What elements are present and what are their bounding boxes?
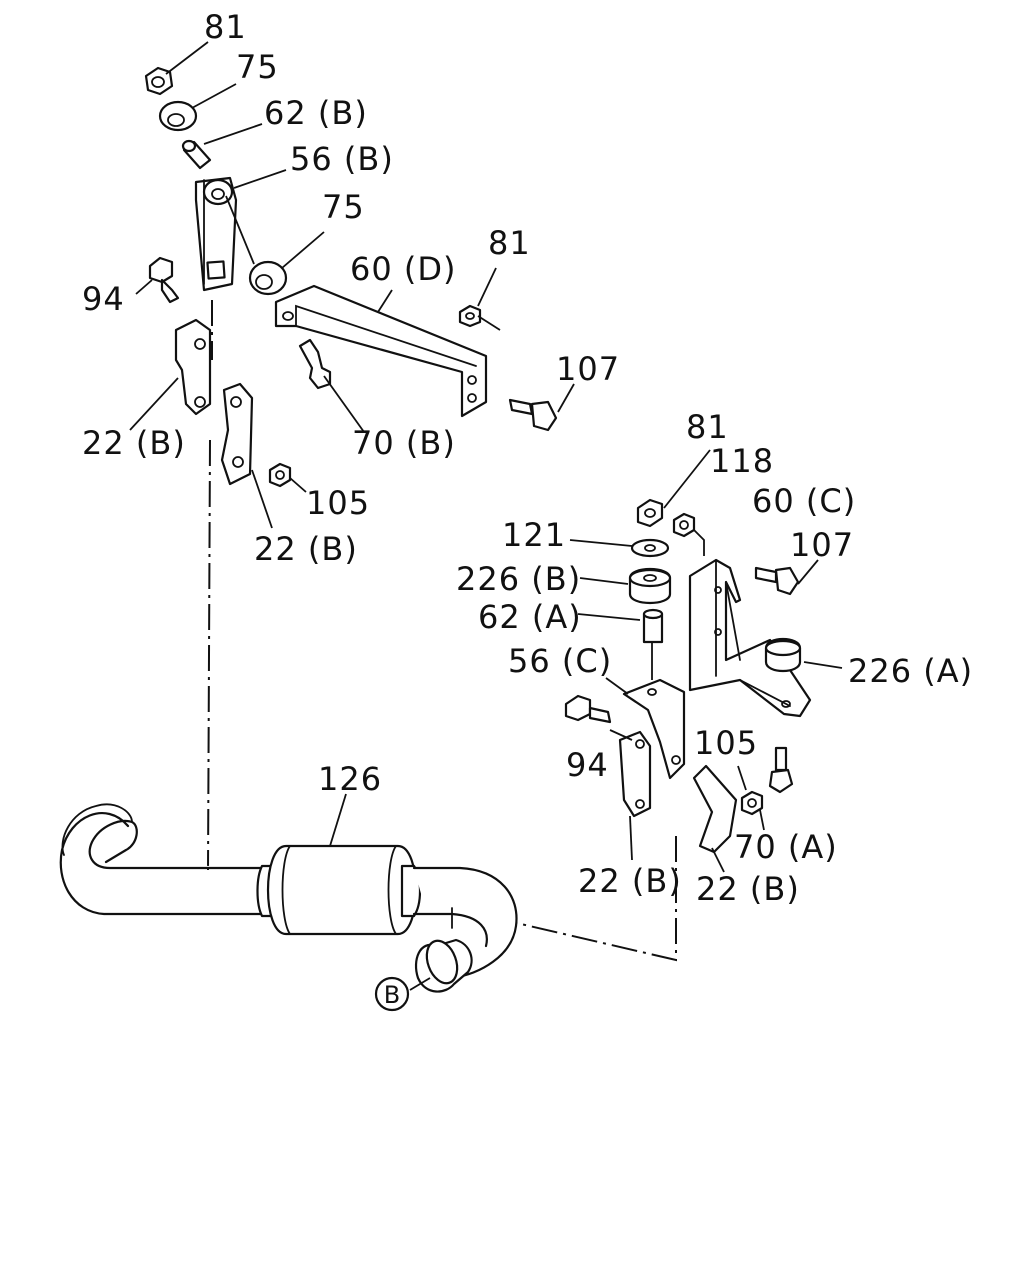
callout-226a: 226 (A) xyxy=(848,652,973,690)
bracket-60d xyxy=(274,284,488,418)
callout-22b-b: 22 (B) xyxy=(254,530,358,568)
callout-62a: 62 (A) xyxy=(478,598,582,636)
nut-105-left xyxy=(268,462,292,488)
bracket-60c xyxy=(688,558,812,718)
reference-letter-b: B xyxy=(384,981,400,1009)
nut-81-right xyxy=(636,498,664,528)
callout-81-right: 81 xyxy=(686,408,729,446)
callout-22b-a: 22 (B) xyxy=(82,424,186,462)
callout-56c: 56 (C) xyxy=(508,642,612,680)
callout-105-right: 105 xyxy=(694,724,758,762)
left-hanger-group xyxy=(144,66,558,488)
callout-75-mid: 75 xyxy=(322,188,365,226)
callout-107-top: 107 xyxy=(556,350,620,388)
bolt-70a xyxy=(768,746,794,794)
washer-118 xyxy=(672,512,705,556)
alignment-lines xyxy=(207,300,677,962)
clamp-22b-left xyxy=(174,318,212,416)
callout-22b-c: 22 (B) xyxy=(578,862,682,900)
callout-62b: 62 (B) xyxy=(264,94,368,132)
callout-56b: 56 (B) xyxy=(290,140,394,178)
callout-60c: 60 (C) xyxy=(752,482,856,520)
nut-105-right xyxy=(740,790,764,816)
bolt-94-right xyxy=(564,694,612,724)
muffler-body xyxy=(266,844,418,936)
rubber-226a xyxy=(764,637,802,673)
callout-70a: 70 (A) xyxy=(734,828,838,866)
clamp-22b-right-b xyxy=(692,764,738,854)
callout-70b: 70 (B) xyxy=(352,424,456,462)
front-pipe-bend xyxy=(59,812,264,916)
callout-94-right: 94 xyxy=(566,746,609,784)
bolt-94-left xyxy=(148,256,180,304)
bolt-70b xyxy=(298,338,332,390)
collar-62b xyxy=(181,139,212,170)
right-hanger-group xyxy=(564,498,812,854)
callout-94-left: 94 xyxy=(82,280,125,318)
clamp-22b-right-a xyxy=(618,730,652,818)
bush-75-top xyxy=(158,100,198,132)
hanger-56b xyxy=(194,176,238,292)
bolt-107-right xyxy=(754,566,800,596)
collar-62a xyxy=(642,608,664,644)
nut-81-top xyxy=(144,66,174,96)
callout-105-left: 105 xyxy=(306,484,370,522)
callout-60d: 60 (D) xyxy=(350,250,457,288)
outlet-collar xyxy=(400,864,422,918)
reference-marker-b: B xyxy=(374,976,410,1012)
callout-226b: 226 (B) xyxy=(456,560,581,598)
callout-118: 118 xyxy=(710,442,774,480)
bolt-107-top xyxy=(508,398,558,432)
clamp-22b-right xyxy=(220,382,254,486)
callout-labels: 81 75 62 (B) 56 (B) 75 60 (D) 81 94 107 … xyxy=(82,8,973,908)
callout-22b-d: 22 (B) xyxy=(696,870,800,908)
leader-lines xyxy=(129,41,843,991)
nut-81-mid xyxy=(458,304,501,331)
bush-75-mid xyxy=(248,260,288,296)
exhaust-pipe-assembly xyxy=(59,803,518,993)
callout-121: 121 xyxy=(502,516,566,554)
hanger-56c xyxy=(622,678,686,780)
rubber-226b xyxy=(628,567,672,605)
callout-126: 126 xyxy=(318,760,382,798)
callout-75: 75 xyxy=(236,48,279,86)
callout-81: 81 xyxy=(204,8,247,46)
washer-121 xyxy=(630,538,670,558)
callout-81-mid: 81 xyxy=(488,224,531,262)
callout-107-right: 107 xyxy=(790,526,854,564)
